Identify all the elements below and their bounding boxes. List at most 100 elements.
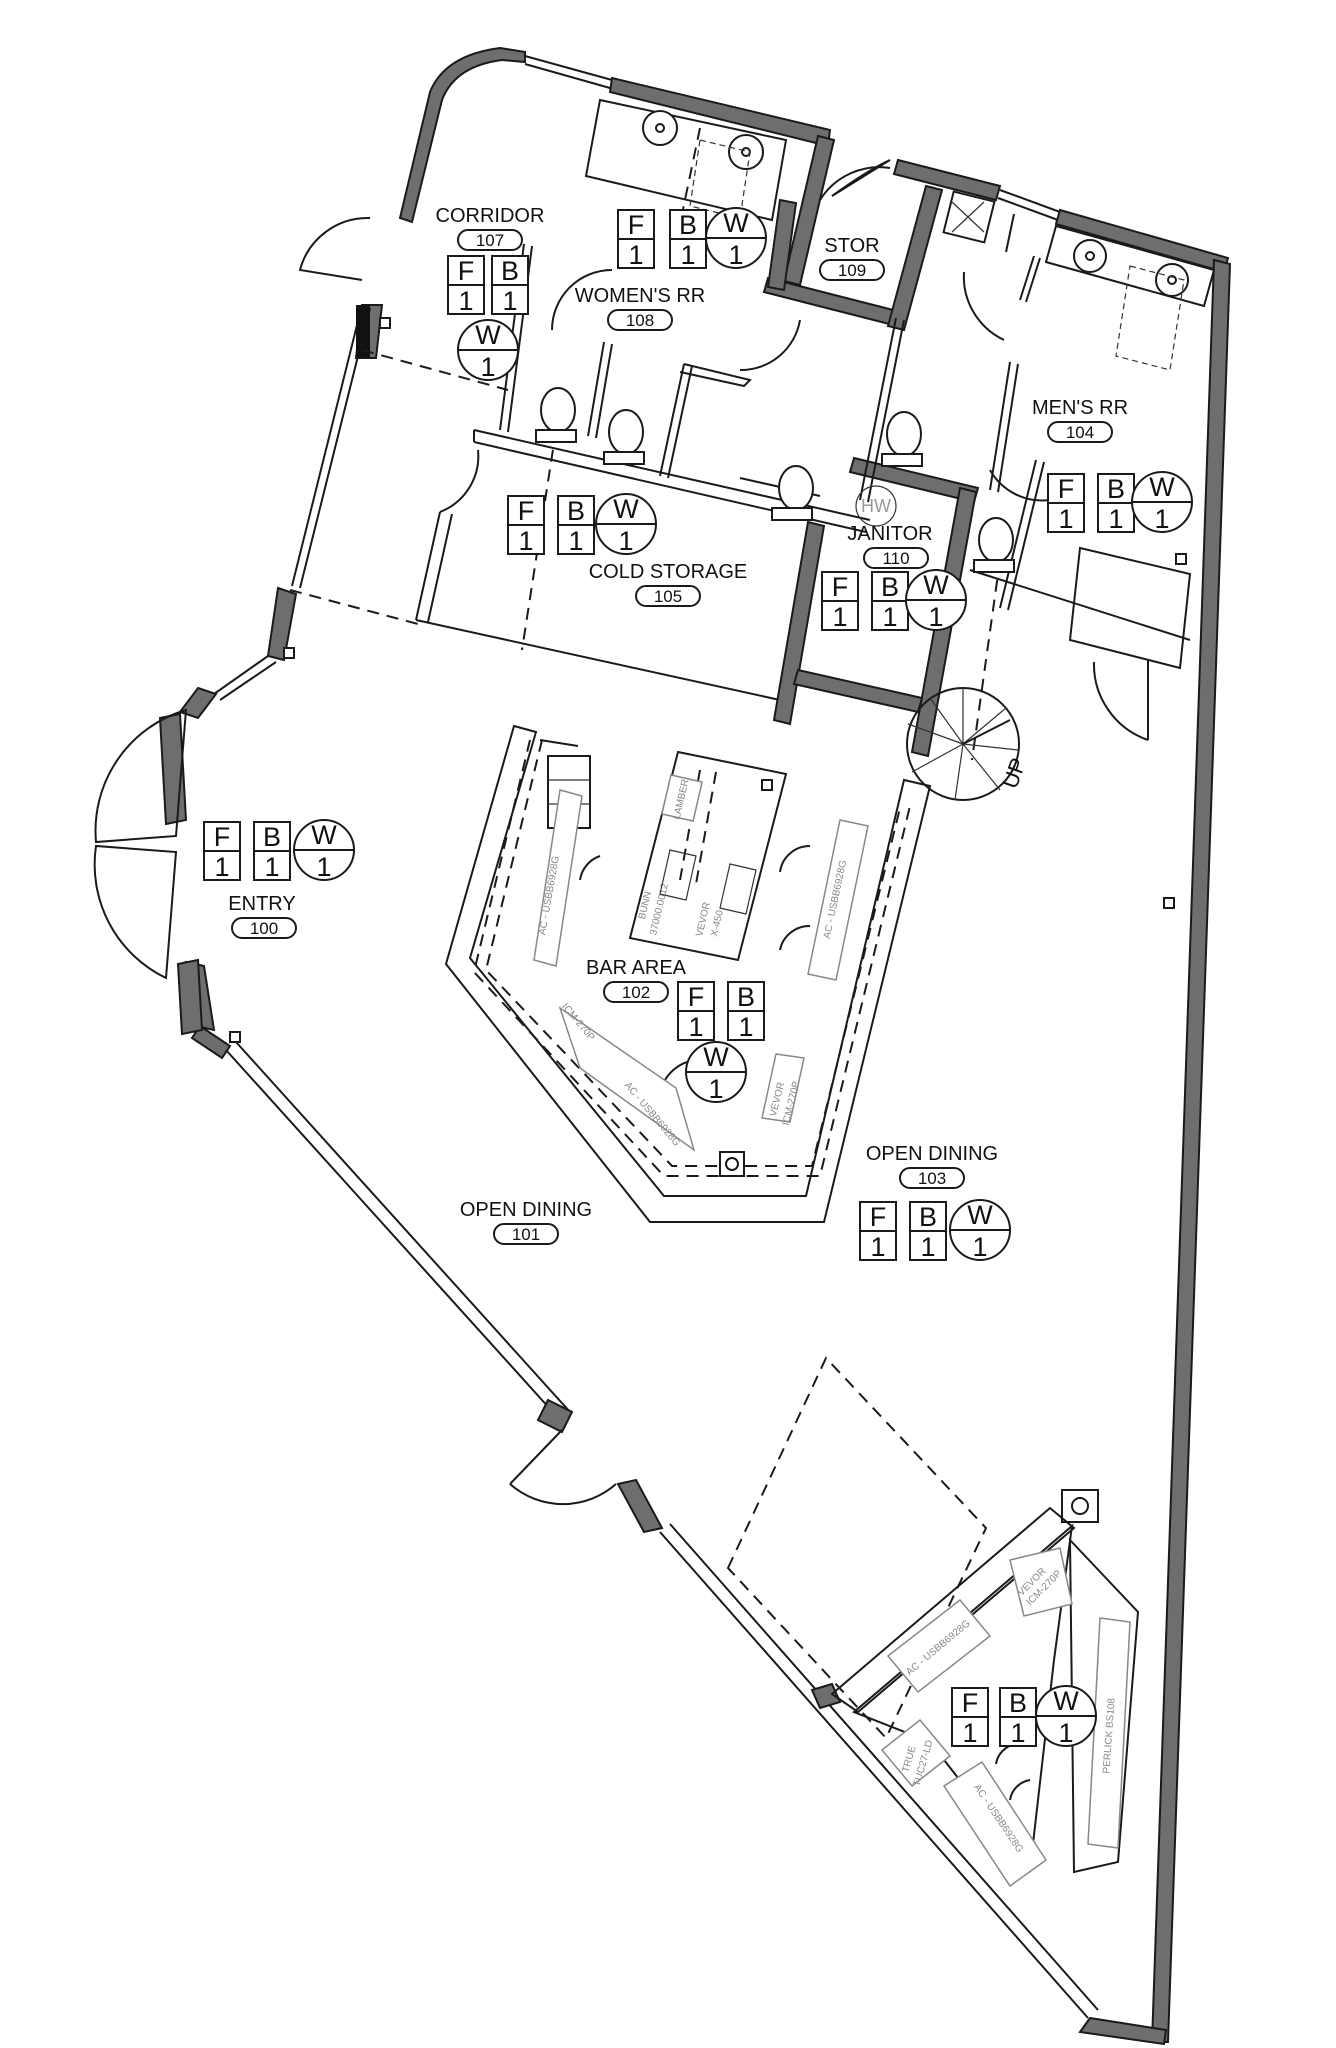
finish-tag-entry-wall-letter: W [311,820,337,850]
door-sw-exit [509,1429,617,1506]
svg-text:MEN'S RR: MEN'S RR [1032,397,1128,419]
wall-sw-end [536,1398,574,1434]
finish-tag-mens-rr-wall-value: 1 [1154,504,1169,534]
finish-tag-corridor-wall-letter: W [475,320,501,350]
door-entry-lower [93,844,178,980]
finish-tag-open-dining-floor: F1 [859,1201,897,1262]
door-entry-upper [94,708,188,844]
finish-tag-corridor-top-wall: W1 [705,207,767,270]
finish-tag-lower-bar-base: B1 [999,1687,1037,1748]
finish-tag-mens-rr-floor-value: 1 [1058,504,1073,534]
door-cold [439,449,480,513]
finish-tag-corridor-base: B1 [491,255,529,316]
finish-tag-corridor-top-base-value: 1 [680,240,695,270]
door-bar-right2 [779,924,811,951]
svg-text:107: 107 [476,231,504,250]
finish-tag-corridor-top-floor-letter: F [628,210,645,240]
finish-tag-mens-rr-wall-letter: W [1149,472,1175,502]
finish-tag-entry-floor: F1 [203,821,241,882]
wall-lower-node [810,1682,842,1710]
svg-text:101: 101 [512,1225,540,1244]
finish-tag-janitor-base-letter: B [881,572,899,602]
room-open-dining-101: OPEN DINING 101 [460,1199,592,1245]
door-womens2 [739,319,801,372]
finish-tag-bar-area-wall-value: 1 [708,1074,723,1104]
finish-tags: F1B1W1F1B1F1B1W1F1B1W1F1B1W1F1B1W1F1B1F1… [203,207,1193,1748]
room-labels: CORRIDOR 107 WOMEN'S RR 108 STOR 109 MEN… [228,205,1128,1245]
finish-tag-mens-rr-base-value: 1 [1108,504,1123,534]
finish-tag-entry-base: B1 [253,821,291,882]
room-corridor: CORRIDOR 107 [436,205,544,251]
finish-tag-bar-area-wall-letter: W [703,1042,729,1072]
door-mens [962,271,1005,341]
svg-text:COLD STORAGE: COLD STORAGE [589,561,748,583]
finish-tag-open-dining-floor-value: 1 [870,1232,885,1262]
finish-tag-lower-bar-wall-value: 1 [1058,1718,1073,1748]
svg-text:ENTRY: ENTRY [228,893,295,915]
door-corridor [298,216,371,281]
svg-text:110: 110 [882,549,909,568]
finish-tag-cold-storage-base-letter: B [567,496,585,526]
finish-tag-lower-bar-base-value: 1 [1010,1718,1025,1748]
finish-tag-cold-storage-wall-letter: W [613,494,639,524]
room-janitor: JANITOR 110 [847,523,933,569]
wall-stor-north [892,158,1002,202]
finish-tag-janitor-floor-letter: F [832,572,849,602]
finish-tag-janitor-wall-letter: W [923,570,949,600]
toilet-m-janitor [886,411,922,457]
finish-tag-janitor-base: B1 [871,571,909,632]
wall-south-tip [1078,2016,1168,2046]
finish-tag-corridor-wall-value: 1 [480,352,495,382]
bar-counter: LAMBER BUNN 37000.0012 VEVOR X-450 AC - … [444,724,932,1223]
fixtures: HW [229,98,1216,1523]
finish-tag-corridor-top-floor-value: 1 [628,240,643,270]
toilet-w1 [540,387,576,433]
door-mens2 [989,469,1051,502]
finish-tag-mens-rr-floor: F1 [1047,473,1085,534]
room-mens-rr: MEN'S RR 104 [1032,397,1128,443]
wall-womens-east [782,134,836,287]
wall-sw-corner [190,1024,232,1060]
finish-tag-janitor-floor-value: 1 [832,602,847,632]
finish-tag-open-dining-floor-letter: F [870,1202,887,1232]
finish-tag-bar-area-wall: W1 [685,1041,747,1104]
finish-tag-entry-floor-letter: F [214,822,231,852]
finish-tag-janitor-floor: F1 [821,571,859,632]
finish-tag-bar-area-base-value: 1 [738,1012,753,1042]
hose-bib-label: HW [861,496,891,516]
wall-sw-diagonal [225,1041,571,1421]
finish-tag-lower-bar-wall: W1 [1035,1685,1097,1748]
mop-sink [942,190,996,244]
wall-womens-north [608,76,832,148]
svg-text:STOR: STOR [824,235,879,257]
finish-tag-entry-floor-value: 1 [214,852,229,882]
hose-bib [855,485,897,527]
finish-tag-mens-rr-floor-letter: F [1058,474,1075,504]
finish-tag-lower-bar-floor-letter: F [962,1688,979,1718]
svg-text:BAR AREA: BAR AREA [586,957,687,979]
svg-text:109: 109 [838,261,866,280]
wall-nw-curve [398,46,526,224]
finish-tag-open-dining-wall-value: 1 [972,1232,987,1262]
finish-tag-corridor-top-base-letter: B [679,210,697,240]
svg-text:108: 108 [626,311,654,330]
room-cold-storage: COLD STORAGE 105 [589,561,748,607]
room-entry: ENTRY 100 [228,893,297,939]
room-stor: STOR 109 [819,235,885,281]
wall-stor-east [886,184,944,332]
finish-tag-cold-storage-base-value: 1 [568,526,583,556]
finish-tag-cold-storage-wall-value: 1 [618,526,633,556]
svg-text:OPEN DINING: OPEN DINING [460,1199,592,1221]
finish-tag-bar-area-floor-letter: F [688,982,705,1012]
finish-tag-bar-area-base-letter: B [737,982,755,1012]
exterior-walls [178,46,1232,2046]
finish-tag-corridor-floor-letter: F [458,256,475,286]
finish-tag-entry-base-letter: B [263,822,281,852]
finish-tag-cold-storage-floor-letter: F [518,496,535,526]
door-bar-left [579,855,601,881]
finish-tag-janitor-wall: W1 [905,569,967,632]
wall-lower-diagonal [659,1523,1099,2019]
room-womens-rr: WOMEN'S RR 108 [575,285,705,331]
finish-tag-lower-bar-wall-letter: W [1053,1686,1079,1716]
